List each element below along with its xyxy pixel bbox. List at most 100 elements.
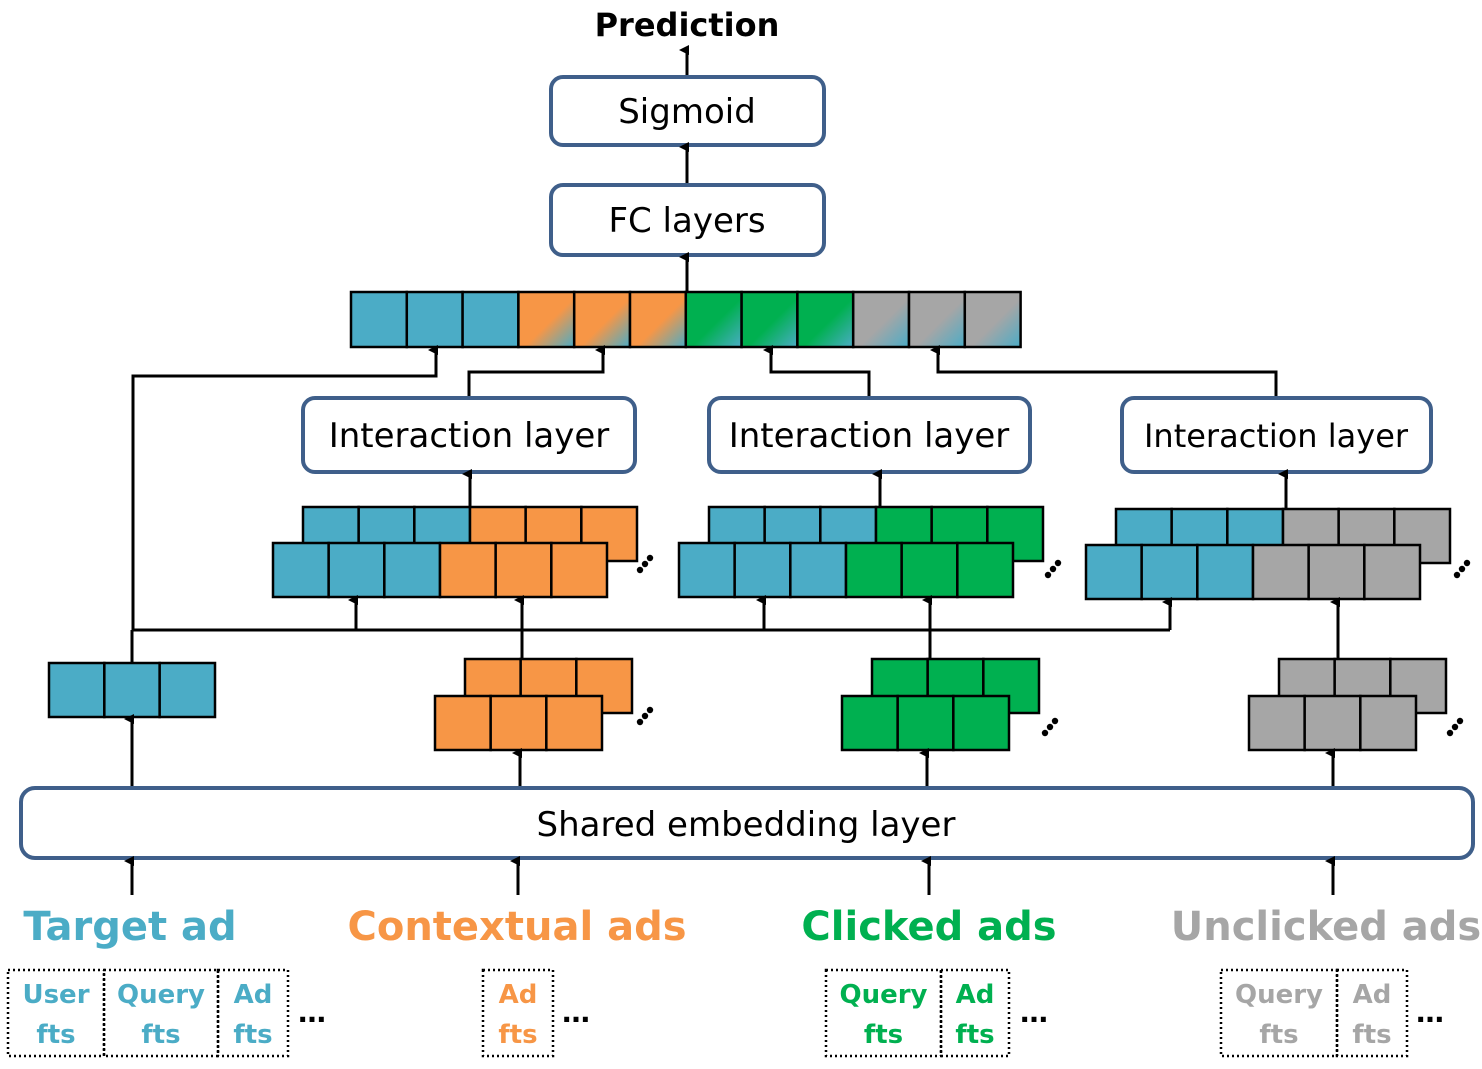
interaction-layer-label-3: Interaction layer [1144, 417, 1409, 455]
unclicked-embedding-front-cell [1359, 694, 1418, 752]
feature-suffix: fts [498, 1020, 537, 1050]
concat-cell [740, 290, 799, 349]
contextual-ads-embedding-stack [433, 640, 654, 752]
target-ad-embedding-cell [47, 661, 106, 719]
feature-suffix: fts [1259, 1020, 1298, 1050]
prediction-title: Prediction [595, 6, 780, 44]
sigmoid-label: Sigmoid [618, 92, 756, 132]
input-group-target: Target adUserftsQueryftsAdfts… [6, 904, 326, 1058]
concat-cell [572, 290, 632, 349]
pair-front-clicked-cell [956, 541, 1015, 599]
input-group-clicked: Clicked adsQueryftsAdfts… [801, 904, 1057, 1058]
interaction-layer-label-2: Interaction layer [729, 416, 1010, 456]
concat-cell [684, 290, 743, 349]
embedding-output-arrows [124, 714, 1335, 786]
feature-box-border [1335, 968, 1409, 1058]
feature-box-border [939, 968, 1011, 1058]
ellipsis-dot [1451, 723, 1459, 731]
ellipsis-dot [1049, 565, 1057, 573]
concat-cell [405, 290, 464, 349]
pair-front-unclicked [1251, 543, 1422, 601]
pair-front-clicked-cell [844, 541, 903, 599]
shared-embedding-layer-box: Shared embedding layer [19, 786, 1475, 860]
pair-front-unclicked-cell [1251, 543, 1310, 601]
contextual-embedding-front-cell [545, 694, 604, 752]
pair-stack-ellipsis-icon [1044, 559, 1062, 579]
feature-box-border [6, 968, 106, 1058]
target-group-label: Target ad [23, 904, 236, 950]
pair-stack-ellipsis-icon [1453, 559, 1471, 579]
more-features-ellipsis: … [1020, 996, 1048, 1029]
pair-front-target-cell [383, 541, 442, 599]
interaction-layer-label-1: Interaction layer [329, 416, 610, 456]
pair-to-interaction-arrows [462, 469, 1288, 509]
concatenated-feature-vector [349, 290, 1022, 349]
pair-front-contextual-cell [494, 541, 553, 599]
pair-front-target-cell [1084, 543, 1143, 601]
feature-name: Query [1235, 980, 1323, 1010]
feature-suffix: fts [1352, 1020, 1391, 1050]
feature-box-border [1219, 968, 1339, 1058]
concat-segment-target [349, 290, 520, 349]
concat-cell [349, 290, 409, 349]
target-ad-embedding-cell [103, 661, 161, 719]
pair-front-clicked-cell [900, 541, 959, 599]
ellipsis-dot [636, 566, 644, 574]
pair-stack-3 [1084, 507, 1471, 601]
shared-embedding-layer-label: Shared embedding layer [537, 805, 956, 845]
pair-front-contextual [438, 541, 609, 599]
unclicked-embedding-ellipsis-icon [1446, 717, 1464, 737]
connector-interaction1-to-concat [467, 345, 605, 398]
ellipsis-dot [1453, 571, 1461, 579]
pair-front-unclicked-cell [1307, 543, 1366, 601]
embedding-stacks [47, 630, 1464, 752]
interaction-layer-box-1: Interaction layer [301, 396, 637, 474]
fc-layers-label: FC layers [608, 201, 765, 241]
contextual-embedding-ellipsis-icon [636, 706, 654, 726]
concat-segment-clicked [684, 290, 855, 349]
concat-segment-contextual [517, 290, 688, 349]
ellipsis-dot [641, 712, 649, 720]
feature-name: Ad [499, 980, 538, 1010]
feature-suffix: fts [864, 1020, 903, 1050]
concat-cell [963, 290, 1022, 349]
unclicked-embedding-front-cell [1303, 694, 1362, 752]
clicked-embedding-front [840, 694, 1011, 752]
pair-back-unclicked-cell [1393, 507, 1452, 565]
pair-front-contextual-cell [438, 541, 497, 599]
connector-interaction3-to-concat [930, 345, 1278, 398]
pair-front-target [677, 541, 848, 599]
feature-box-border [102, 968, 220, 1058]
pair-stack-1 [271, 505, 654, 599]
unclicked-group-label: Unclicked ads [1171, 904, 1481, 950]
contextual-embedding-front-cell [489, 694, 548, 752]
pair-front-target-cell [677, 541, 736, 599]
contextual-embedding-front [433, 694, 604, 752]
feature-box: Query fts [1219, 968, 1339, 1058]
more-features-ellipsis: … [562, 996, 590, 1029]
concat-cell [907, 290, 967, 349]
concat-cell [851, 290, 911, 349]
feature-box-border [481, 968, 555, 1058]
feature-suffix: fts [955, 1020, 994, 1050]
input-group-contextual: Contextual adsAdfts… [347, 904, 687, 1058]
clicked-embedding-front-cell [896, 694, 955, 752]
ellipsis-dot [636, 718, 644, 726]
feature-name: Ad [956, 980, 995, 1010]
ellipsis-dot [1458, 565, 1466, 573]
pair-stack-ellipsis-icon [636, 554, 654, 574]
target-distribution-lines [133, 595, 1340, 660]
feature-suffix: fts [36, 1020, 75, 1050]
sigmoid-box: Sigmoid [549, 75, 826, 147]
ellipsis-dot [641, 560, 649, 568]
pair-front-clicked [844, 541, 1015, 599]
unclicked-embedding-front [1247, 694, 1418, 752]
concat-segment-unclicked [851, 290, 1022, 349]
feature-name: Ad [1353, 980, 1392, 1010]
feature-name: User [22, 980, 89, 1010]
more-features-ellipsis: … [1416, 996, 1444, 1029]
interaction-layer-box-3: Interaction layer [1120, 396, 1433, 474]
